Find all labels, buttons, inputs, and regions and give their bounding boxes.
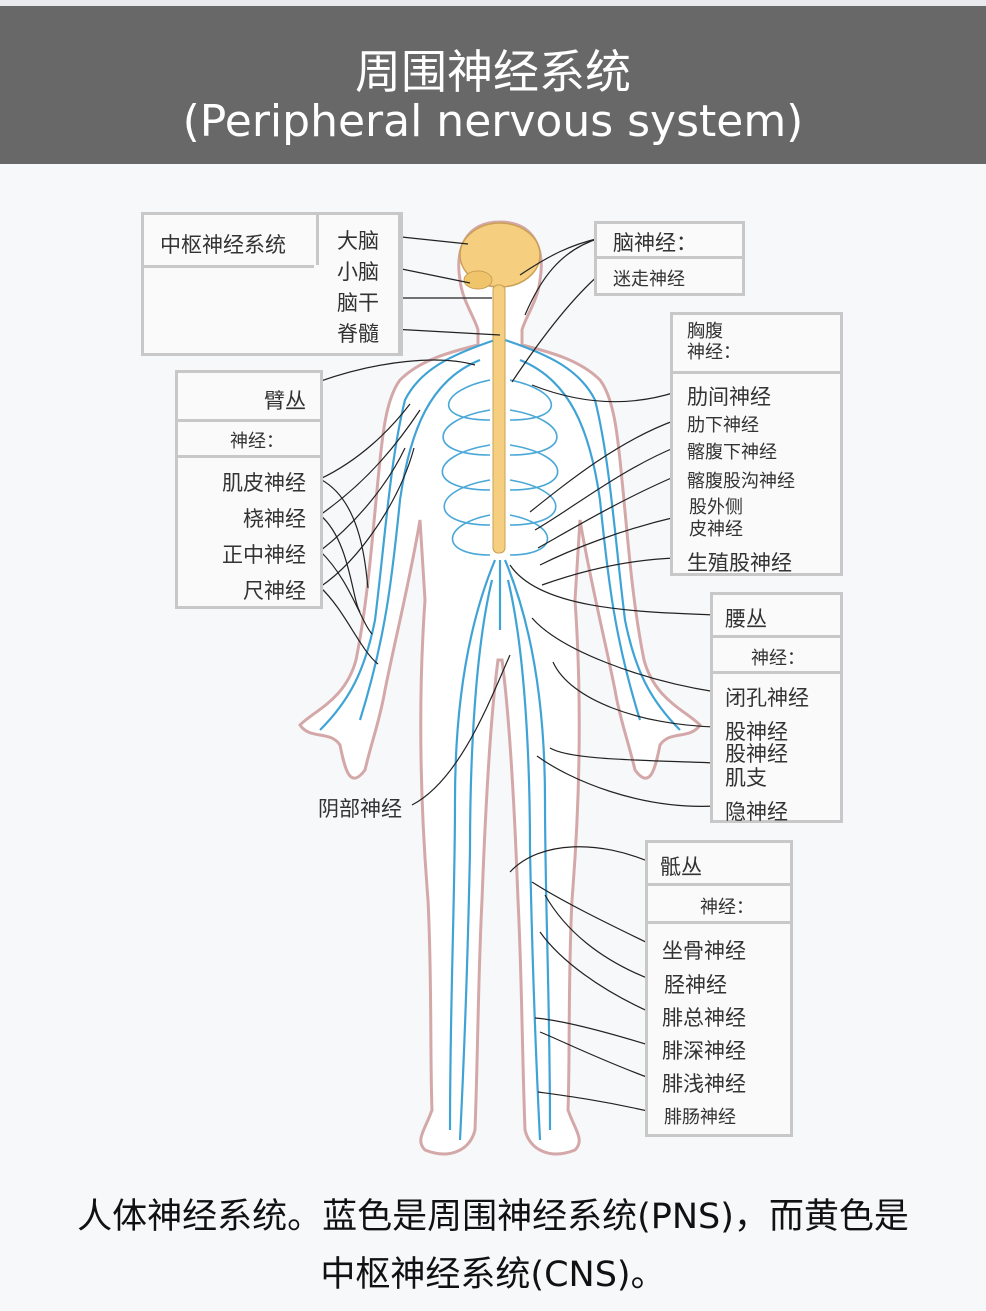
thoraco-title: 胸腹神经：	[687, 321, 741, 363]
sacral-title: 骶丛	[660, 855, 702, 879]
intercostal-nerves	[441, 379, 559, 556]
body-outline	[298, 220, 702, 1156]
figure-caption: 人体神经系统。蓝色是周围神经系统(PNS)，而黄色是 中枢神经系统(CNS)。	[0, 1188, 986, 1304]
label-ilioinguinal: 髂腹股沟神经	[687, 471, 795, 492]
cns-box: 中枢神经系统 大脑 小脑 脑干 脊髓	[141, 212, 403, 356]
cns-title: 中枢神经系统	[160, 233, 286, 257]
header-banner: 周围神经系统 (Peripheral nervous system)	[0, 6, 986, 164]
page-title: 周围神经系统	[355, 45, 631, 99]
label-iliohypogastric: 髂腹下神经	[687, 442, 777, 463]
label-lateral-femoral-cutaneous: 股外侧皮神经	[689, 497, 743, 541]
cranial-title: 脑神经：	[613, 231, 697, 255]
label-deep-peroneal: 腓深神经	[662, 1039, 746, 1063]
label-saphenous: 隐神经	[725, 800, 788, 824]
label-radial: 桡神经	[243, 507, 306, 531]
label-intercostal: 肋间神经	[687, 385, 771, 409]
thoracoabdominal-box: 胸腹神经： 肋间神经 肋下神经 髂腹下神经 髂腹股沟神经 股外侧皮神经 生殖股神…	[670, 312, 843, 576]
lumbar-title: 腰丛	[725, 607, 767, 631]
fmb-line2: 肌支	[725, 766, 767, 790]
label-femoral-muscular-branch: 股神经肌支	[725, 742, 788, 790]
body-figure	[298, 220, 717, 1156]
label-tibial: 胫神经	[664, 973, 727, 997]
sacral-plexus-box: 骶丛 神经： 坐骨神经 胫神经 腓总神经 腓深神经 腓浅神经 腓肠神经	[645, 840, 793, 1137]
label-median: 正中神经	[222, 543, 306, 567]
label-brainstem: 脑干	[337, 291, 379, 315]
leader-lines	[317, 235, 717, 1113]
lfc-line2: 皮神经	[689, 519, 743, 540]
label-common-peroneal: 腓总神经	[662, 1006, 746, 1030]
fmb-line1: 股神经	[725, 742, 788, 766]
label-cerebellum: 小脑	[337, 260, 379, 284]
spinal-cord	[492, 284, 506, 554]
cerebellum	[463, 270, 493, 290]
brachial-subtitle: 神经：	[230, 431, 284, 452]
label-obturator: 闭孔神经	[725, 686, 809, 710]
brachial-title: 臂丛	[264, 389, 306, 413]
label-ulnar: 尺神经	[243, 579, 306, 603]
thoraco-title-line2: 神经：	[687, 342, 741, 363]
page-subtitle: (Peripheral nervous system)	[182, 96, 804, 147]
caption-line2: 中枢神经系统(CNS)。	[320, 1255, 666, 1295]
top-border	[0, 0, 986, 6]
label-spinal-cord: 脊髓	[337, 322, 379, 346]
caption-line1: 人体神经系统。蓝色是周围神经系统(PNS)，而黄色是	[77, 1197, 909, 1237]
cranial-nerves-box: 脑神经： 迷走神经	[594, 221, 745, 296]
label-pudendal: 阴部神经	[318, 797, 402, 821]
label-sciatic: 坐骨神经	[662, 939, 746, 963]
label-genitofemoral: 生殖股神经	[687, 551, 792, 575]
label-superficial-peroneal: 腓浅神经	[662, 1072, 746, 1096]
brachial-plexus-box: 臂丛 神经： 肌皮神经 桡神经 正中神经 尺神经	[175, 370, 323, 609]
lfc-line1: 股外侧	[689, 497, 743, 518]
label-cerebrum: 大脑	[337, 229, 379, 253]
sacral-subtitle: 神经：	[700, 897, 754, 918]
label-femoral: 股神经	[725, 720, 788, 744]
lumbar-subtitle: 神经：	[751, 648, 805, 669]
label-vagus-nerve: 迷走神经	[613, 269, 685, 290]
label-musculocutaneous: 肌皮神经	[222, 471, 306, 495]
label-sural: 腓肠神经	[664, 1107, 736, 1128]
thoraco-title-line1: 胸腹	[687, 321, 723, 342]
lumbar-plexus-box: 腰丛 神经： 闭孔神经 股神经 股神经肌支 隐神经	[710, 592, 843, 824]
label-subcostal: 肋下神经	[687, 415, 759, 436]
